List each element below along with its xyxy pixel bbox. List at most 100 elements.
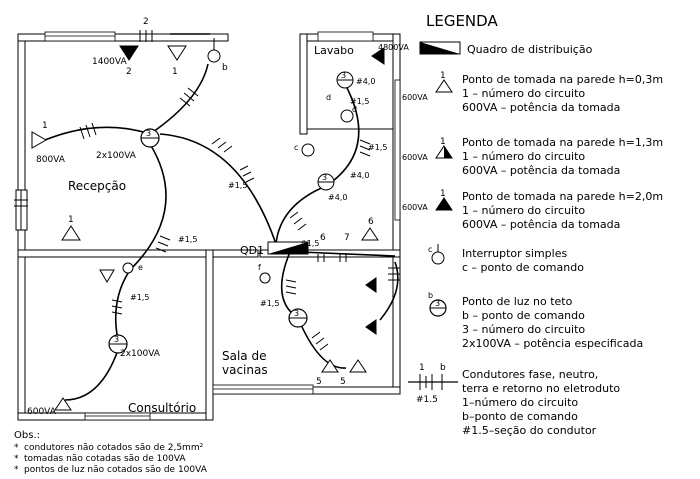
note-1: condutores não cotados são de 2,5mm²: [24, 443, 204, 453]
svg-text:*: *: [14, 443, 19, 453]
svg-text:800VA: 800VA: [36, 155, 66, 165]
svg-text:3: 3: [341, 71, 346, 80]
outlet-1400va: 1400VA 2 2: [92, 17, 149, 77]
legend-conductor: 1 b #1.5 Condutores fase, neutro, terra …: [408, 363, 620, 437]
svg-text:1: 1: [68, 215, 74, 225]
svg-text:3: 3: [322, 173, 327, 182]
svg-text:600VA: 600VA: [402, 203, 428, 212]
svg-text:1: 1: [440, 189, 446, 199]
legend-switch: c Interruptor simples c – ponto de coman…: [428, 244, 584, 274]
svg-text:600VA – potência da tomada: 600VA – potência da tomada: [462, 218, 620, 231]
lamp-reception: 3 2x100VA: [96, 128, 160, 161]
restroom-devices: 4800VA 3 d d c 3 #4,0 #1,5 #1,5 #4,0 #4,…: [294, 43, 409, 202]
svg-text:b: b: [428, 291, 433, 300]
svg-text:Interruptor simples: Interruptor simples: [462, 247, 567, 260]
svg-text:#1.5–seção do condutor: #1.5–seção do condutor: [462, 424, 597, 437]
svg-text:2x100VA: 2x100VA: [120, 349, 161, 359]
svg-text:#1,5: #1,5: [228, 181, 247, 190]
outlet-reception-top: 1: [167, 45, 187, 77]
svg-text:#1,5: #1,5: [368, 143, 387, 152]
svg-text:*: *: [14, 454, 19, 464]
svg-text:Quadro de distribuição: Quadro de distribuição: [467, 43, 593, 56]
svg-text:Ponto de tomada na parede h=1,: Ponto de tomada na parede h=1,3m: [462, 136, 663, 149]
svg-text:1400VA: 1400VA: [92, 57, 127, 67]
note-2: tomadas não cotadas são de 100VA: [24, 454, 186, 464]
notes-title: Obs.:: [14, 430, 40, 441]
svg-text:f: f: [258, 263, 261, 272]
svg-text:#1,5: #1,5: [300, 239, 319, 248]
svg-text:Ponto de tomada na parede h=0,: Ponto de tomada na parede h=0,3m: [462, 73, 663, 86]
svg-text:2x100VA: 2x100VA: [96, 151, 137, 161]
svg-text:3: 3: [146, 129, 151, 138]
office-devices: 3 2x100VA e 600VA #1,5 #1,5: [27, 235, 197, 417]
room-reception: Recepção: [68, 179, 126, 193]
room-restroom: Lavabo: [314, 44, 354, 57]
svg-text:#4,0: #4,0: [356, 77, 375, 86]
note-3: pontos de luz não cotados são de 100VA: [24, 465, 208, 475]
svg-text:Ponto de tomada na parede h=2,: Ponto de tomada na parede h=2,0m: [462, 190, 663, 203]
svg-text:1: 1: [440, 137, 446, 147]
svg-text:#1,5: #1,5: [260, 299, 279, 308]
svg-text:1 – número do circuito: 1 – número do circuito: [462, 87, 585, 100]
svg-text:Condutores fase, neutro,: Condutores fase, neutro,: [462, 368, 598, 381]
svg-text:3: 3: [294, 309, 299, 318]
svg-text:1: 1: [419, 363, 425, 373]
svg-text:b: b: [440, 363, 446, 373]
outlet-reception-bottom: 1: [61, 215, 81, 241]
svg-text:b–ponto de comando: b–ponto de comando: [462, 410, 578, 423]
svg-text:1 – número do circuito: 1 – número do circuito: [462, 150, 585, 163]
svg-text:6: 6: [368, 217, 374, 227]
legend-light: b 3 Ponto de luz no teto b – ponto de co…: [428, 291, 643, 350]
panel-qd1: QD1: [240, 241, 309, 257]
svg-text:#4,0: #4,0: [350, 171, 369, 180]
svg-text:b – ponto de comando: b – ponto de comando: [462, 309, 585, 322]
legend-panel: Quadro de distribuição: [419, 41, 593, 56]
svg-text:c: c: [428, 245, 432, 254]
svg-text:c: c: [294, 143, 298, 152]
svg-text:5: 5: [316, 377, 322, 387]
svg-text:#1,5: #1,5: [178, 235, 197, 244]
conduit-runs: [44, 33, 399, 401]
svg-text:4800VA: 4800VA: [378, 43, 409, 52]
svg-text:Ponto de luz no teto: Ponto de luz no teto: [462, 295, 573, 308]
svg-text:1 – número do circuito: 1 – número do circuito: [462, 204, 585, 217]
svg-text:3: 3: [435, 299, 440, 308]
notes: Obs.: * condutores não cotados são de 2,…: [14, 430, 208, 475]
outlet-800va: 800VA 1: [31, 121, 66, 165]
svg-text:6: 6: [320, 233, 326, 243]
svg-text:7: 7: [344, 233, 350, 243]
svg-text:#1,5: #1,5: [130, 293, 149, 302]
svg-text:2x100VA – potência especificad: 2x100VA – potência especificada: [462, 337, 643, 350]
svg-text:1–número do circuito: 1–número do circuito: [462, 396, 578, 409]
svg-text:600VA – potência da tomada: 600VA – potência da tomada: [462, 164, 620, 177]
legend-outlet-low: 1 600VA Ponto de tomada na parede h=0,3m…: [402, 71, 663, 114]
walls: [15, 31, 401, 421]
room-office: Consultório: [128, 401, 196, 415]
svg-text:d: d: [326, 93, 331, 102]
svg-text:600VA: 600VA: [27, 407, 57, 417]
vaccine-room-devices: f 3 5 5 #1,5: [258, 263, 377, 387]
room-vaccines-line1: Sala de: [222, 349, 266, 363]
legend-outlet-mid: 1 600VA Ponto de tomada na parede h=1,3m…: [402, 136, 663, 177]
svg-text:600VA: 600VA: [402, 93, 428, 102]
svg-text:b: b: [222, 63, 228, 73]
conductor-ticks: [14, 30, 400, 351]
legend: LEGENDA Quadro de distribuição 1 600VA P…: [402, 12, 663, 437]
room-labels: Recepção Lavabo Consultório Sala de vaci…: [68, 44, 354, 415]
svg-text:3 – número do circuito: 3 – número do circuito: [462, 323, 585, 336]
hall-devices: 6 6 7 #1,5 #1,5: [228, 181, 379, 248]
svg-text:terra e retorno no eletroduto: terra e retorno no eletroduto: [462, 382, 620, 395]
svg-text:d: d: [352, 105, 357, 114]
svg-text:*: *: [14, 465, 19, 475]
svg-text:#1.5: #1.5: [416, 395, 438, 405]
svg-text:600VA – potência da tomada: 600VA – potência da tomada: [462, 101, 620, 114]
legend-title: LEGENDA: [426, 12, 498, 30]
svg-text:#4,0: #4,0: [328, 193, 347, 202]
svg-text:#1,5: #1,5: [350, 97, 369, 106]
svg-text:1: 1: [172, 67, 178, 77]
switch-reception: b: [207, 38, 228, 73]
svg-text:1: 1: [42, 121, 48, 131]
svg-text:QD1: QD1: [240, 244, 264, 257]
svg-text:1: 1: [440, 71, 446, 81]
